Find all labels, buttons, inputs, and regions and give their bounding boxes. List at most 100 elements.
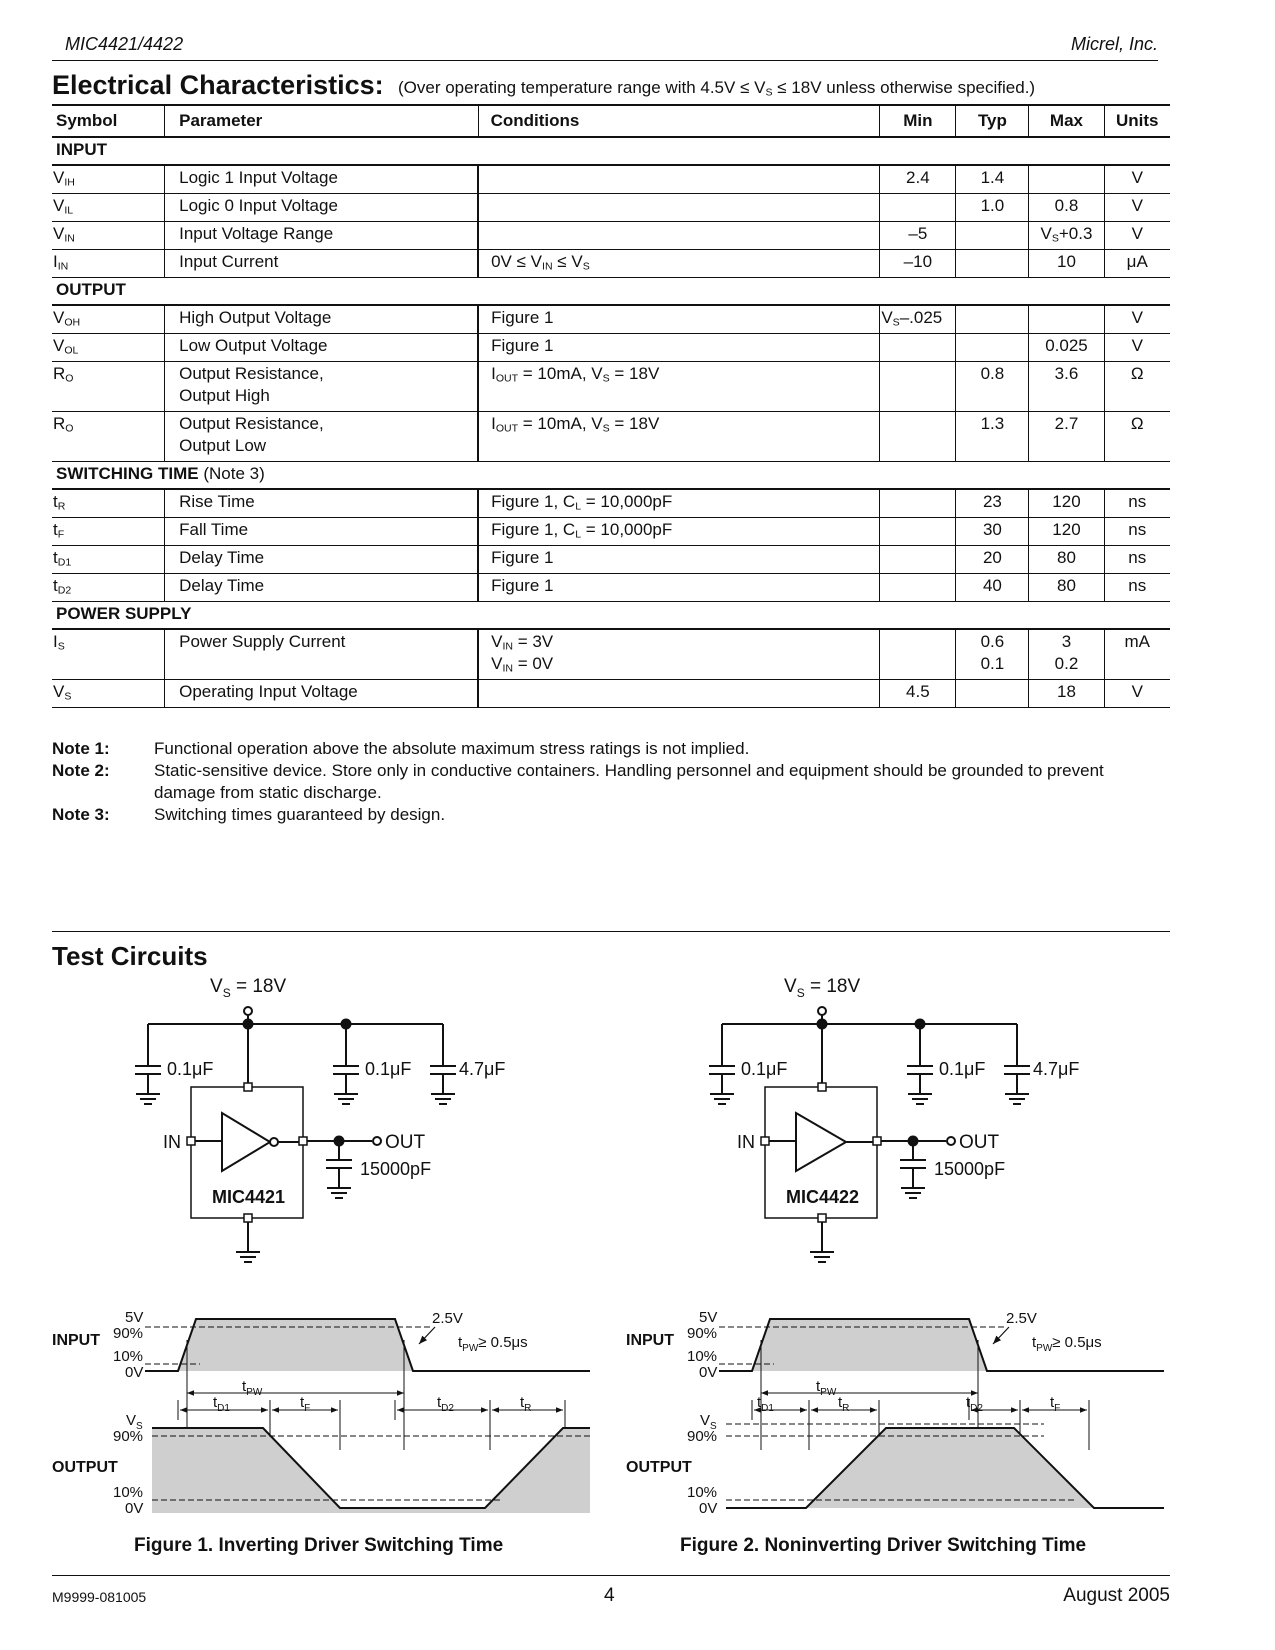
table-row: VOH High Output Voltage Figure 1 VS–.025…	[52, 305, 1170, 334]
table-section-row: POWER SUPPLY	[52, 601, 1170, 630]
col-header: Min	[879, 104, 956, 138]
note-item: Note 1:Functional operation above the ab…	[52, 739, 750, 758]
out-label: OUT	[959, 1132, 1000, 1153]
table-row: tF Fall Time Figure 1, CL = 10,000pF 30 …	[52, 517, 1170, 546]
input-waveform	[719, 1318, 1164, 1372]
circuit-mic4421: VS = 18V 0.1μF 0.1μF 4.7μF IN	[135, 976, 505, 1263]
doc-part-number: MIC4421/4422	[65, 34, 184, 54]
timing-label: tF	[1050, 1394, 1060, 1414]
level-label: 10%	[113, 1348, 143, 1365]
chip-label: MIC4422	[786, 1187, 859, 1207]
output-label: OUTPUT	[626, 1459, 692, 1476]
inverter-bubble	[269, 1137, 279, 1147]
timing-diagrams: INPUT 5V 90% 10% 0V 2.5V tPW≥ 0.5μs tPW …	[52, 1309, 1164, 1517]
col-header: Typ	[955, 104, 1029, 138]
table-row: tR Rise Time Figure 1, CL = 10,000pF 23 …	[52, 489, 1170, 518]
chip-pin	[760, 1136, 770, 1146]
table-row: VS Operating Input Voltage 4.5 18 V	[52, 679, 1170, 708]
input-label: INPUT	[626, 1332, 674, 1349]
input-pulse-fill	[178, 1319, 413, 1371]
section-title: Electrical Characteristics:	[52, 70, 384, 100]
chip-label: MIC4421	[212, 1187, 285, 1207]
level-label: 90%	[687, 1428, 717, 1445]
chip-pin	[872, 1136, 882, 1146]
level-label: 90%	[113, 1325, 143, 1342]
vs-terminal	[817, 1006, 827, 1016]
tpw-cond: tPW≥ 0.5μs	[1032, 1334, 1102, 1354]
col-header: Max	[1028, 104, 1104, 138]
level-label: 0V	[125, 1500, 143, 1517]
level-label: 2.5V	[1006, 1310, 1037, 1327]
test-circuits-title: Test Circuits	[52, 941, 208, 971]
pointer-arrow	[418, 1326, 436, 1345]
timing-fig1: INPUT 5V 90% 10% 0V 2.5V tPW≥ 0.5μs tPW …	[52, 1309, 590, 1517]
level-label: 90%	[687, 1325, 717, 1342]
table-row: RO Output Resistance,Output Low IOUT = 1…	[52, 411, 1170, 462]
note-item: Note 2:Static-sensitive device. Store on…	[52, 761, 1104, 802]
timing-label: tF	[300, 1394, 310, 1414]
pointer-arrow	[992, 1326, 1010, 1345]
out-terminal	[372, 1136, 382, 1146]
table-section-row: OUTPUT	[52, 277, 1170, 306]
level-label: 5V	[699, 1309, 717, 1326]
output-fill	[152, 1428, 590, 1513]
col-header: Symbol	[52, 104, 165, 138]
notes: Note 1:Functional operation above the ab…	[52, 738, 1162, 826]
cap-label: 4.7μF	[1033, 1059, 1079, 1079]
level-label: 0V	[699, 1364, 717, 1381]
level-label: 90%	[113, 1428, 143, 1445]
input-label: INPUT	[52, 1332, 100, 1349]
timing-label: tD2	[437, 1394, 454, 1414]
in-label: IN	[163, 1132, 181, 1152]
load-cap-label: 15000pF	[360, 1159, 431, 1179]
section-subtitle: (Over operating temperature range with 4…	[398, 78, 1036, 99]
chip-pin	[298, 1136, 308, 1146]
table-row: VIL Logic 0 Input Voltage 1.0 0.8 V	[52, 193, 1170, 222]
timing-label: tD1	[757, 1394, 774, 1414]
timing-fig2: INPUT 5V 90% 10% 0V 2.5V tPW≥ 0.5μs tPW …	[626, 1309, 1164, 1517]
timing-label: tD1	[213, 1394, 230, 1414]
timing-label: tR	[520, 1394, 531, 1414]
note-item: Note 3:Switching times guaranteed by des…	[52, 805, 446, 824]
output-waveform	[726, 1427, 1164, 1509]
input-waveform	[145, 1318, 590, 1372]
output-waveform	[152, 1427, 590, 1509]
cap-label: 0.1μF	[167, 1059, 213, 1079]
output-fill	[806, 1428, 1094, 1508]
level-label: 0V	[125, 1364, 143, 1381]
level-label: 10%	[113, 1484, 143, 1501]
section-divider	[52, 931, 1170, 932]
chip-pin	[817, 1213, 827, 1223]
doc-number: M9999-081005	[52, 1589, 147, 1605]
table-row: tD2 Delay Time Figure 1 40 80 ns	[52, 573, 1170, 602]
level-label: 0V	[699, 1500, 717, 1517]
doc-date: August 2005	[1063, 1585, 1170, 1606]
timing-label: tD2	[966, 1394, 983, 1414]
input-pulse-fill	[752, 1319, 987, 1371]
timing-label: tPW	[242, 1378, 263, 1398]
level-label: 10%	[687, 1484, 717, 1501]
col-header: Parameter	[164, 104, 479, 138]
header-divider	[52, 60, 1158, 61]
out-label: OUT	[385, 1132, 426, 1153]
table-row: VIH Logic 1 Input Voltage 2.4 1.4 V	[52, 165, 1170, 194]
tpw-cond: tPW≥ 0.5μs	[458, 1334, 528, 1354]
chip-pin	[817, 1082, 827, 1092]
cap-label: 4.7μF	[459, 1059, 505, 1079]
cap-label: 0.1μF	[365, 1059, 411, 1079]
table-row: VIN Input Voltage Range –5 VS+0.3 V	[52, 221, 1170, 250]
figure-1-caption: Figure 1. Inverting Driver Switching Tim…	[134, 1535, 504, 1556]
load-cap-label: 15000pF	[934, 1159, 1005, 1179]
chip-pin	[243, 1213, 253, 1223]
table-row: VOL Low Output Voltage Figure 1 0.025 V	[52, 333, 1170, 362]
cap-label: 0.1μF	[939, 1059, 985, 1079]
table-row: RO Output Resistance,Output High IOUT = …	[52, 361, 1170, 412]
level-label: VS	[700, 1412, 717, 1432]
test-circuit-diagrams: VS = 18V 0.1μF 0.1μF 4.7μF IN	[135, 976, 1079, 1263]
timing-label: tR	[838, 1394, 849, 1414]
page-number: 4	[604, 1585, 615, 1606]
buffer-symbol	[795, 1111, 848, 1173]
col-header: Units	[1103, 104, 1170, 138]
table-row: tD1 Delay Time Figure 1 20 80 ns	[52, 545, 1170, 574]
